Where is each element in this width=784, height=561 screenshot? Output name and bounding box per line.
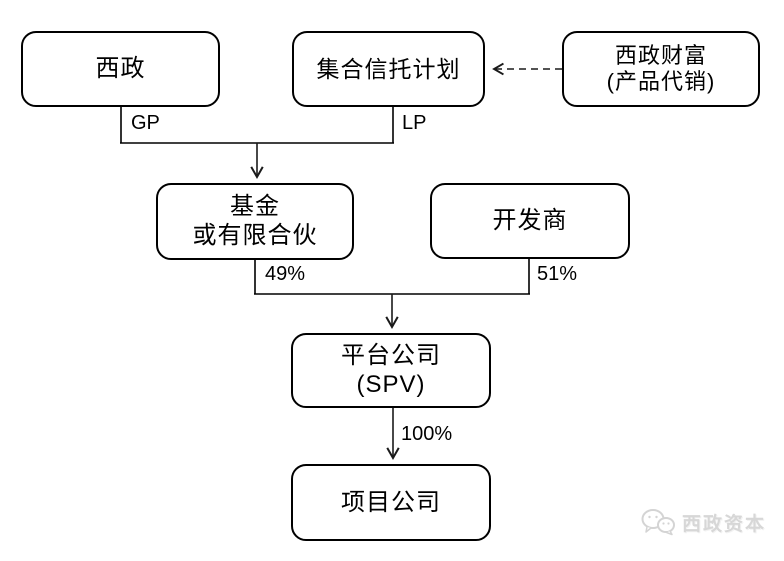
watermark-logo: 西政资本	[640, 508, 766, 536]
node-xizheng: 西政	[21, 31, 220, 107]
node-platform-spv: 平台公司 (SPV)	[291, 333, 491, 408]
edge-label-gp: GP	[131, 112, 160, 134]
edge-label-100-percent: 100%	[401, 423, 453, 445]
node-xizheng-wealth: 西政财富 (产品代销)	[562, 31, 760, 107]
node-xizheng-label: 西政	[95, 55, 146, 83]
node-platform-line1: 平台公司	[341, 341, 441, 369]
node-fund-line2: 或有限合伙	[192, 221, 318, 249]
edge-label-49-percent: 49%	[265, 263, 306, 285]
node-platform-line2: (SPV)	[356, 370, 426, 398]
edge-label-lp: LP	[402, 112, 427, 134]
node-trust-plan: 集合信托计划	[292, 31, 485, 107]
node-trust-plan-label: 集合信托计划	[316, 55, 461, 82]
node-developer: 开发商	[430, 183, 630, 259]
node-fund-or-lp: 基金 或有限合伙	[156, 183, 354, 260]
node-project-company: 项目公司	[291, 464, 491, 541]
node-xizheng-wealth-line2: (产品代销)	[606, 69, 716, 94]
wechat-icon	[641, 509, 675, 536]
watermark-label: 西政资本	[682, 513, 767, 535]
node-xizheng-wealth-line1: 西政财富	[614, 43, 707, 69]
node-project-label: 项目公司	[341, 488, 441, 516]
node-developer-label: 开发商	[492, 207, 568, 235]
node-fund-line1: 基金	[230, 192, 280, 220]
edge-label-51-percent: 51%	[537, 263, 578, 285]
